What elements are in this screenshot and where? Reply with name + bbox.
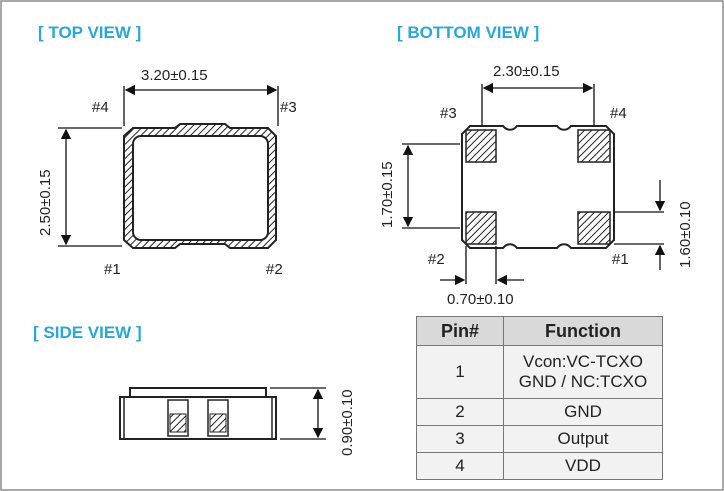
- side-pad-right: [209, 413, 227, 433]
- pin-number: 3: [416, 425, 504, 453]
- side-view-title: [ SIDE VIEW ]: [33, 323, 142, 342]
- pad-1: [577, 211, 611, 245]
- pin-function: Vcon:VC-TCXO GND / NC:TCXO: [503, 345, 663, 399]
- bottom-view-title: [ BOTTOM VIEW ]: [397, 23, 539, 42]
- pin-function-line: GND / NC:TCXO: [518, 372, 648, 391]
- bottom-pin-4-label: #4: [610, 105, 627, 122]
- top-view: 3.20±0.15 2.50±0.15 #4 #3 #1 #2: [37, 67, 297, 278]
- pin-function: VDD: [503, 452, 663, 480]
- bottom-pin-3-label: #3: [440, 105, 457, 122]
- pin-number: 2: [416, 398, 504, 426]
- bottom-package-outline: [461, 125, 615, 249]
- bottom-pad-width-dim: 0.70±0.10: [447, 291, 514, 308]
- side-view: 0.90±0.10: [119, 387, 356, 456]
- pin-number: 1: [416, 345, 504, 399]
- pin-number: 4: [416, 452, 504, 480]
- pin-function: GND: [503, 398, 663, 426]
- pad-4: [577, 129, 611, 163]
- side-pad-left: [169, 413, 187, 433]
- table-row: 1 Vcon:VC-TCXO GND / NC:TCXO: [416, 345, 663, 399]
- side-height-dim: 0.90±0.10: [339, 389, 356, 456]
- side-body: [119, 396, 277, 440]
- side-lid: [129, 387, 267, 398]
- top-view-title: [ TOP VIEW ]: [38, 23, 141, 42]
- table-header-row: Pin# Function: [416, 316, 663, 346]
- bottom-spacing-y-dim: 1.70±0.15: [379, 161, 396, 228]
- top-pin-4-label: #4: [92, 99, 109, 116]
- table-row: 3 Output: [416, 425, 663, 453]
- bottom-spacing-x-dim: 2.30±0.15: [493, 63, 560, 80]
- bottom-pin-2-label: #2: [428, 251, 445, 268]
- bottom-view: 2.30±0.15 1.70±0.15 1.60±0.10 0.70±0.10 …: [379, 63, 694, 308]
- bottom-pin-1-label: #1: [612, 251, 629, 268]
- top-lid: [132, 135, 269, 241]
- bottom-pad-height-dim: 1.60±0.10: [677, 201, 694, 268]
- pin-function: Output: [503, 425, 663, 453]
- top-height-dim: 2.50±0.15: [37, 169, 54, 236]
- pad-3: [465, 129, 497, 163]
- function-column-header: Function: [503, 316, 663, 346]
- pad-2: [465, 211, 497, 245]
- pin-function-table: Pin# Function 1 Vcon:VC-TCXO GND / NC:TC…: [416, 316, 663, 480]
- pin-function-line: Vcon:VC-TCXO: [523, 352, 643, 371]
- table-row: 4 VDD: [416, 452, 663, 480]
- top-width-dim: 3.20±0.15: [141, 67, 208, 84]
- pin-column-header: Pin#: [416, 316, 504, 346]
- top-pin-1-label: #1: [104, 261, 121, 278]
- top-pin-2-label: #2: [266, 261, 283, 278]
- table-row: 2 GND: [416, 398, 663, 426]
- top-pin-3-label: #3: [280, 99, 297, 116]
